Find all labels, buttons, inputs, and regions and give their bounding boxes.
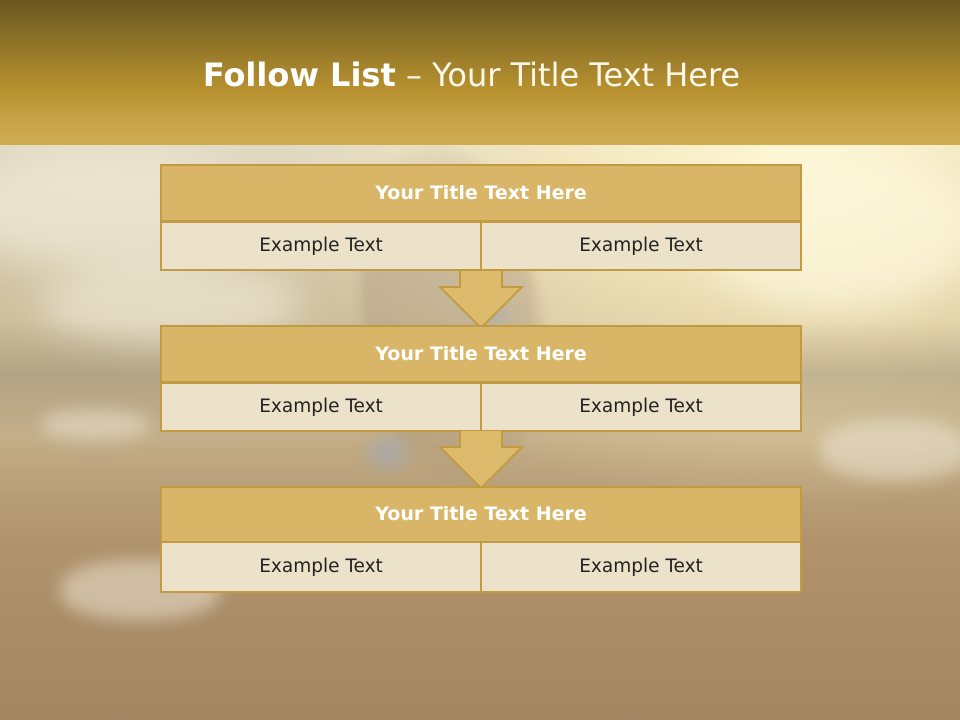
- block-cell-right[interactable]: Example Text: [480, 541, 802, 593]
- slide-title: Follow List – Your Title Text Here: [0, 52, 943, 98]
- header-bar: Follow List – Your Title Text Here: [0, 0, 960, 145]
- block-cell-left[interactable]: Example Text: [160, 221, 482, 271]
- background-shoe: [358, 428, 418, 478]
- background-rock: [40, 410, 150, 440]
- slide-title-rest: – Your Title Text Here: [395, 56, 741, 94]
- block-cell-left[interactable]: Example Text: [160, 382, 482, 432]
- block-cell-right[interactable]: Example Text: [480, 221, 802, 271]
- block-cell-right[interactable]: Example Text: [480, 382, 802, 432]
- list-block: Your Title Text Here Example Text Exampl…: [160, 486, 802, 593]
- block-cell-left[interactable]: Example Text: [160, 541, 482, 593]
- block-title[interactable]: Your Title Text Here: [160, 486, 802, 543]
- list-block: Your Title Text Here Example Text Exampl…: [160, 164, 802, 272]
- block-title[interactable]: Your Title Text Here: [160, 325, 802, 383]
- arrow-down-icon: [438, 430, 524, 490]
- block-title[interactable]: Your Title Text Here: [160, 164, 802, 222]
- slide-title-bold: Follow List: [202, 56, 396, 94]
- arrow-down-icon: [438, 270, 524, 330]
- background-rock: [820, 420, 960, 480]
- list-block: Your Title Text Here Example Text Exampl…: [160, 325, 802, 433]
